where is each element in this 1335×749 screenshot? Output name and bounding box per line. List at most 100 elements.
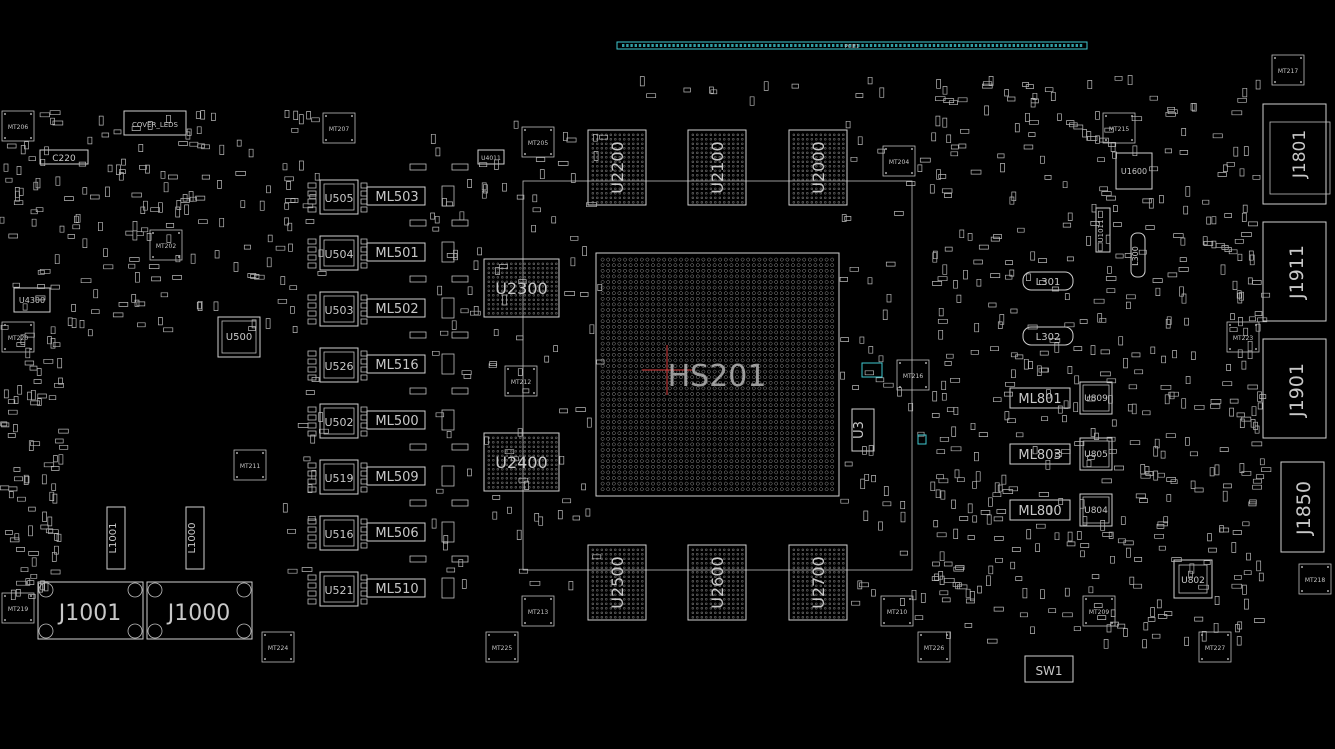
mounting-hole[interactable]: MT206	[1, 110, 35, 142]
inductor-label: ML510	[375, 582, 418, 597]
highlighted-component-small[interactable]	[917, 434, 927, 445]
right-inductor-0[interactable]: ML801	[1009, 387, 1071, 409]
right-inductor-label: ML801	[1018, 392, 1061, 407]
memory-top-0[interactable]: U2200	[587, 129, 647, 206]
svg-text:U500: U500	[226, 332, 252, 343]
right-chip-label: U804	[1084, 506, 1108, 516]
chip-u3[interactable]: U3	[851, 408, 875, 452]
svg-text:U4300: U4300	[19, 296, 45, 305]
mounting-hole[interactable]: MT204	[882, 145, 916, 177]
memory-top-2[interactable]: U2000	[788, 129, 848, 206]
memory-top-1[interactable]: U2100	[687, 129, 747, 206]
regulator-1[interactable]: U504	[307, 235, 368, 271]
inductor-2[interactable]: ML502	[366, 298, 426, 318]
corner-connector-label: J1801	[1290, 130, 1310, 179]
pcie-label: PCIE1	[845, 44, 859, 50]
hdmi-connector[interactable]: J1850	[1280, 461, 1325, 553]
memory-left-0[interactable]: U2300	[483, 258, 560, 318]
inductor-6[interactable]: ML506	[366, 522, 426, 542]
memory-bottom-2-label: U2700	[809, 556, 828, 608]
capacitor-c220[interactable]: C220	[39, 149, 89, 165]
svg-text:C220: C220	[52, 154, 76, 164]
cover-leds[interactable]: COVER_LEDS	[123, 110, 187, 136]
mounting-hole-label: MT206	[8, 124, 28, 131]
chip-u1011[interactable]: U1011	[1095, 207, 1111, 253]
inductor-l302[interactable]: L302	[1022, 326, 1074, 346]
inductor-label: ML501	[375, 246, 418, 261]
inductor-4[interactable]: ML500	[366, 410, 426, 430]
mounting-hole[interactable]: MT218	[1298, 563, 1332, 595]
chip-u4011[interactable]: U4011	[477, 149, 505, 165]
chip-u500[interactable]: U500	[217, 316, 261, 358]
inductor-l301[interactable]: L301	[1022, 271, 1074, 291]
memory-left-1[interactable]: U2400	[483, 432, 560, 492]
corner-connector[interactable]: J1801	[1262, 103, 1331, 205]
pcie-connector[interactable]: PCIE1	[616, 41, 1088, 50]
switch-sw1[interactable]: SW1	[1024, 655, 1074, 683]
svg-text:L1000: L1000	[187, 522, 198, 553]
right-chip-2[interactable]: U804	[1079, 493, 1113, 527]
svg-text:U3: U3	[852, 421, 867, 439]
mounting-hole[interactable]: MT219	[1, 592, 35, 624]
regulator-label: U526	[324, 360, 353, 373]
mounting-hole-label: MT209	[1089, 609, 1109, 616]
svg-text:SW1: SW1	[1035, 664, 1062, 678]
right-chip-label: U809	[1084, 394, 1108, 404]
chip-u802[interactable]: U802	[1173, 559, 1213, 599]
regulator-4[interactable]: U502	[307, 403, 368, 439]
memory-top-1-label: U2100	[708, 141, 727, 193]
gpu-keepout-outline	[522, 180, 913, 571]
inductor-7[interactable]: ML510	[366, 578, 426, 598]
mounting-hole[interactable]: MT205	[521, 126, 555, 158]
mounting-hole[interactable]: MT225	[485, 631, 519, 663]
regulator-label: U521	[324, 584, 353, 597]
mounting-hole[interactable]: MT210	[880, 595, 914, 627]
mounting-hole-label: MT220	[8, 335, 28, 342]
dp-connector-lower[interactable]: J1901	[1262, 338, 1327, 439]
highlighted-component[interactable]	[861, 362, 883, 378]
inductor-l1000[interactable]: L1000	[185, 506, 205, 570]
inductor-5[interactable]: ML509	[366, 466, 426, 486]
mounting-hole[interactable]: MT224	[261, 631, 295, 663]
mounting-hole-label: MT216	[903, 373, 923, 380]
inductor-label: ML506	[375, 526, 418, 541]
right-chip-0[interactable]: U809	[1079, 381, 1113, 415]
memory-bottom-0[interactable]: U2500	[587, 544, 647, 621]
memory-left-1-label: U2400	[495, 453, 547, 472]
inductor-label: ML509	[375, 470, 418, 485]
regulator-0[interactable]: U505	[307, 179, 368, 215]
mounting-hole-label: MT210	[887, 609, 907, 616]
mounting-hole-label: MT207	[329, 126, 349, 133]
mounting-hole[interactable]: MT211	[233, 449, 267, 481]
mounting-hole[interactable]: MT216	[896, 359, 930, 391]
mounting-hole[interactable]: MT212	[504, 365, 538, 397]
right-chip-1[interactable]: U805	[1079, 437, 1113, 471]
mounting-hole[interactable]: MT213	[521, 595, 555, 627]
mounting-hole-label: MT215	[1109, 126, 1129, 133]
inductor-0[interactable]: ML503	[366, 186, 426, 206]
memory-bottom-1[interactable]: U2600	[687, 544, 747, 621]
regulator-6[interactable]: U516	[307, 515, 368, 551]
mounting-hole-label: MT218	[1305, 577, 1325, 584]
dp-connector-upper[interactable]: J1911	[1262, 221, 1327, 322]
inductor-1[interactable]: ML501	[366, 242, 426, 262]
gpu-package[interactable]: HS201	[595, 252, 840, 497]
svg-text:U802: U802	[1181, 576, 1205, 586]
right-inductor-label: ML803	[1018, 448, 1061, 463]
mounting-hole-label: MT205	[528, 140, 548, 147]
power-connector-left[interactable]: J1001	[37, 581, 144, 640]
regulator-3[interactable]: U526	[307, 347, 368, 383]
power-connector-right[interactable]: J1000	[146, 581, 253, 640]
inductor-3[interactable]: ML516	[366, 354, 426, 374]
mounting-hole[interactable]: MT215	[1102, 112, 1136, 144]
mounting-hole[interactable]: MT217	[1271, 54, 1305, 86]
chip-u4300[interactable]: U4300	[13, 287, 51, 313]
mounting-hole[interactable]: MT223	[1226, 321, 1260, 353]
inductor-l300[interactable]: L300	[1130, 232, 1146, 278]
inductor-l1001[interactable]: L1001	[106, 506, 126, 570]
mounting-hole[interactable]: MT202	[149, 229, 183, 261]
memory-bottom-2[interactable]: U2700	[788, 544, 848, 621]
regulator-2[interactable]: U503	[307, 291, 368, 327]
mounting-hole[interactable]: MT207	[322, 112, 356, 144]
